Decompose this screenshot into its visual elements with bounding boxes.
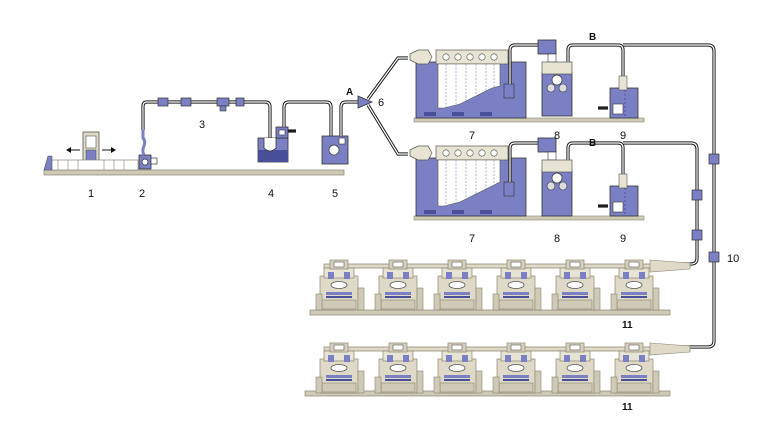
- label-11-lower: 11: [622, 402, 633, 413]
- carding-row-lower: [304, 342, 691, 397]
- pipe-splitter-to-chute-bottom: [366, 104, 408, 156]
- label-9-lower: 9: [620, 233, 626, 245]
- collector-pipes: [623, 43, 720, 349]
- fine-opener: [321, 135, 349, 165]
- pipe-splitter-to-chute-top: [366, 56, 408, 100]
- label-9-upper: 9: [620, 130, 626, 142]
- label-10: 10: [727, 253, 739, 265]
- arrow-left-icon: [66, 147, 80, 153]
- label-11-upper: 11: [622, 320, 633, 331]
- label-2: 2: [139, 188, 145, 200]
- label-6: 6: [378, 97, 384, 109]
- label-8-upper: 8: [554, 130, 560, 142]
- pipe-fittings: [157, 97, 245, 112]
- flow-splitter: [357, 95, 374, 109]
- label-A: A: [346, 87, 353, 98]
- arrow-right-icon: [102, 147, 116, 153]
- label-5: 5: [332, 188, 338, 200]
- label-4: 4: [268, 188, 274, 200]
- label-B-upper: B: [589, 32, 596, 43]
- label-7-upper: 7: [469, 130, 475, 142]
- pipe-5-to-splitter: [339, 100, 360, 136]
- label-1: 1: [88, 188, 94, 200]
- label-3: 3: [199, 119, 205, 131]
- mixer-unit: [257, 126, 289, 163]
- label-7-lower: 7: [469, 233, 475, 245]
- bale-opener: [43, 131, 139, 171]
- lower-line: [409, 137, 645, 221]
- label-B-lower: B: [589, 138, 596, 149]
- label-8-lower: 8: [554, 233, 560, 245]
- bale-line-shelf: [43, 169, 345, 176]
- carding-row-upper: [309, 259, 691, 316]
- fan-unit: [138, 130, 158, 170]
- pipe-2-to-4: [141, 100, 272, 140]
- upper-line: [409, 39, 645, 123]
